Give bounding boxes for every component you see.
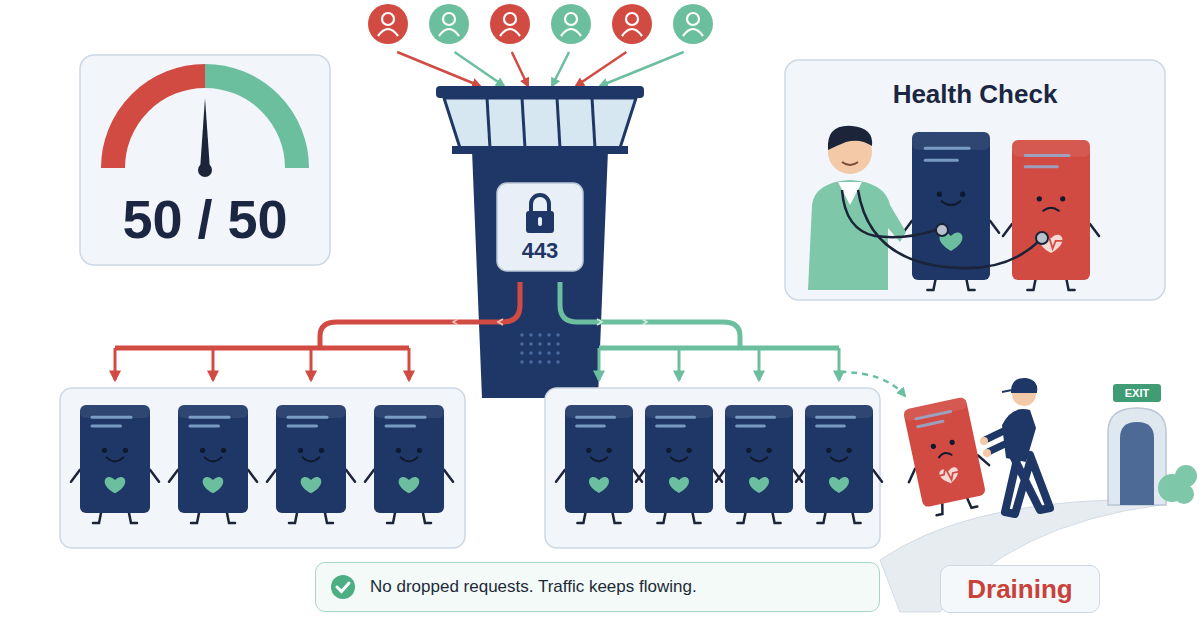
port-badge-label-node: 443 xyxy=(497,183,583,271)
user-icon xyxy=(429,4,469,44)
traffic-drop xyxy=(114,348,117,380)
server-character xyxy=(796,405,882,523)
request-arrow xyxy=(397,52,480,86)
flow-chevron xyxy=(597,319,602,325)
flow-chevron xyxy=(642,319,647,325)
traffic-drop xyxy=(310,348,313,380)
server-character xyxy=(169,405,257,523)
server-pool-a xyxy=(60,388,465,548)
flow-chevron xyxy=(453,319,458,325)
server-character xyxy=(636,405,722,523)
check-icon xyxy=(330,574,356,600)
exit-door xyxy=(1108,408,1166,505)
status-label: Draining xyxy=(967,575,1072,604)
traffic-drop xyxy=(758,348,761,380)
server-character xyxy=(1003,140,1099,290)
server-character xyxy=(267,405,355,523)
gauge-readout: 50 / 50 xyxy=(122,190,287,249)
caption-text: No dropped requests. Traffic keeps flowi… xyxy=(370,577,697,597)
traffic-path-red xyxy=(320,282,520,348)
traffic-drop xyxy=(212,348,215,380)
health-check-panel xyxy=(785,60,1165,300)
traffic-drop xyxy=(598,348,601,380)
user-icon xyxy=(612,4,652,44)
traffic-drop xyxy=(408,348,411,380)
gauge-needle xyxy=(200,98,210,170)
gauge-arc-red xyxy=(113,76,205,168)
traffic-path-green xyxy=(560,282,740,348)
server-pool-b xyxy=(545,388,880,548)
port-badge xyxy=(497,183,583,271)
panel-title-node: Health Check xyxy=(785,60,1165,120)
worker-figure xyxy=(980,379,1050,514)
load-balancer-tower xyxy=(436,86,644,398)
drain-arrow xyxy=(840,372,905,396)
exit-sign-node: EXIT xyxy=(1113,384,1161,402)
server-character xyxy=(716,405,802,523)
traffic-drop xyxy=(678,348,681,380)
panel-title: Health Check xyxy=(893,80,1058,109)
request-arrow xyxy=(552,52,569,86)
gauge-readout-node: 50 / 50 xyxy=(80,55,330,265)
bush xyxy=(1158,465,1197,504)
lock-icon xyxy=(526,195,554,233)
request-arrow xyxy=(576,52,626,86)
server-character xyxy=(365,405,453,523)
traffic-path xyxy=(599,346,839,351)
user-icon xyxy=(551,4,591,44)
user-icon xyxy=(368,4,408,44)
exit-ramp xyxy=(880,500,1160,612)
caption-box: No dropped requests. Traffic keeps flowi… xyxy=(315,562,880,612)
stethoscope xyxy=(842,190,1048,268)
gauge-arc-green xyxy=(205,76,297,168)
gauge-hub xyxy=(198,163,212,177)
draining-server xyxy=(894,395,997,520)
exit-sign: EXIT xyxy=(1125,387,1149,399)
server-character xyxy=(556,405,642,523)
gauge-panel xyxy=(80,55,330,265)
status-label-node: Draining xyxy=(940,565,1100,613)
doctor-figure xyxy=(808,126,906,290)
traffic-path xyxy=(115,346,409,351)
traffic-drop xyxy=(838,348,841,380)
request-arrow xyxy=(512,52,528,86)
request-arrow xyxy=(600,52,684,86)
server-character xyxy=(71,405,159,523)
port-badge-label: 443 xyxy=(522,239,559,263)
user-icon xyxy=(490,4,530,44)
flow-chevron xyxy=(498,319,503,325)
server-character xyxy=(894,395,997,520)
request-arrow xyxy=(455,52,505,86)
user-icon xyxy=(673,4,713,44)
